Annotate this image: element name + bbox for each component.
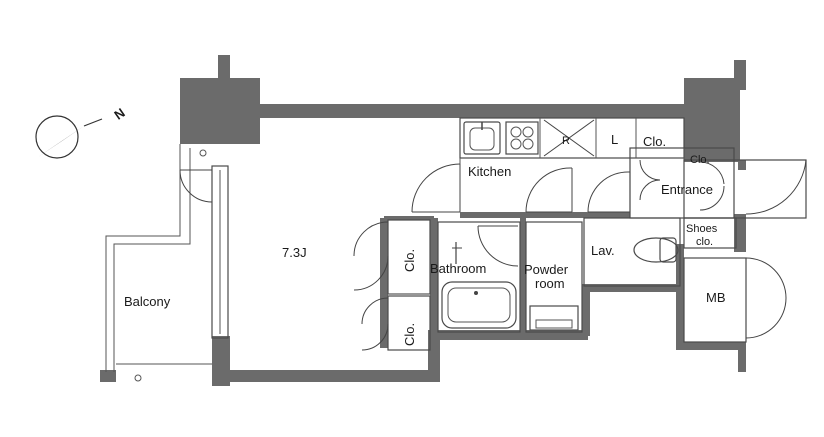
shower-icon (452, 242, 462, 264)
room-label-mb: MB (706, 290, 726, 305)
room-label-shoes-1: Shoes (686, 223, 718, 235)
room-label-laundry: L (611, 132, 618, 147)
room-label-shoes-2: clo. (696, 236, 713, 248)
room-label-closet-lower: Clo. (402, 323, 417, 346)
room-label-refrigerator: R (562, 135, 570, 147)
room-label-balcony: Balcony (124, 294, 171, 309)
room-label-lavatory: Lav. (591, 243, 615, 258)
sink-icon (463, 121, 501, 155)
room-label-powder-2: room (535, 276, 565, 291)
room-label-kitchen: Kitchen (468, 164, 511, 179)
room-label-closet-upper: Clo. (402, 249, 417, 272)
room-label-powder-1: Powder (524, 262, 569, 277)
toilet-icon (633, 237, 679, 263)
room-label-closet-entrance: Clo. (690, 154, 710, 166)
room-label-main: 7.3J (282, 245, 307, 260)
room-label-closet-kitchen: Clo. (643, 134, 666, 149)
thin-walls (105, 117, 807, 372)
room-label-bathroom: Bathroom (430, 261, 486, 276)
bathtub-icon (441, 281, 517, 329)
room-label-entrance: Entrance (661, 182, 713, 197)
north-label: N (111, 105, 127, 123)
compass-icon: N (35, 105, 128, 159)
washbasin-icon (529, 305, 579, 331)
refrigerator-icon (543, 119, 595, 157)
door-swings (179, 159, 807, 351)
drain-icon (199, 149, 207, 157)
drain-icon (134, 374, 142, 382)
stove-icon (505, 121, 539, 155)
